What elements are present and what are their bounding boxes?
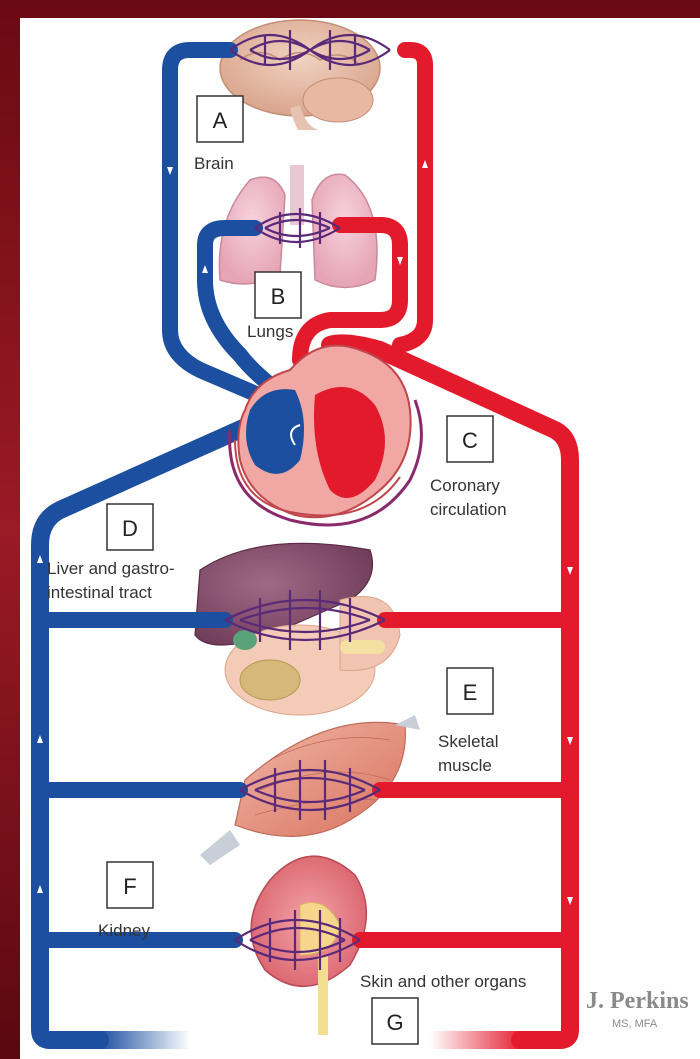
signature-credentials: MS, MFA xyxy=(612,1018,658,1030)
label-box-d-text: D xyxy=(122,516,138,541)
label-box-b: B xyxy=(255,272,301,318)
brain-label: Brain xyxy=(194,154,234,173)
label-box-e: E xyxy=(447,668,493,714)
skin-label: Skin and other organs xyxy=(360,972,526,991)
kidney-label: Kidney xyxy=(98,921,150,940)
muscle-label-line1: Skeletal xyxy=(438,732,498,751)
label-box-f: F xyxy=(107,862,153,908)
artery-fade xyxy=(430,1031,525,1049)
label-box-a: A xyxy=(197,96,243,142)
muscle-label-line2: muscle xyxy=(438,756,492,775)
label-box-f-text: F xyxy=(123,874,136,899)
label-box-g-text: G xyxy=(386,1010,403,1035)
label-box-c: C xyxy=(447,416,493,462)
vein-fade xyxy=(100,1031,190,1049)
label-box-d: D xyxy=(107,504,153,550)
label-box-b-text: B xyxy=(271,284,286,309)
coronary-label-line1: Coronary xyxy=(430,476,500,495)
label-box-e-text: E xyxy=(463,680,478,705)
label-box-a-text: A xyxy=(213,108,228,133)
label-box-c-text: C xyxy=(462,428,478,453)
liver-label-line2: intestinal tract xyxy=(47,583,152,602)
lungs-label: Lungs xyxy=(247,322,293,341)
coronary-label-line2: circulation xyxy=(430,500,507,519)
signature-name: J. Perkins xyxy=(586,988,689,1014)
label-box-g: G xyxy=(372,998,418,1044)
liver-label-line1: Liver and gastro- xyxy=(47,559,175,578)
